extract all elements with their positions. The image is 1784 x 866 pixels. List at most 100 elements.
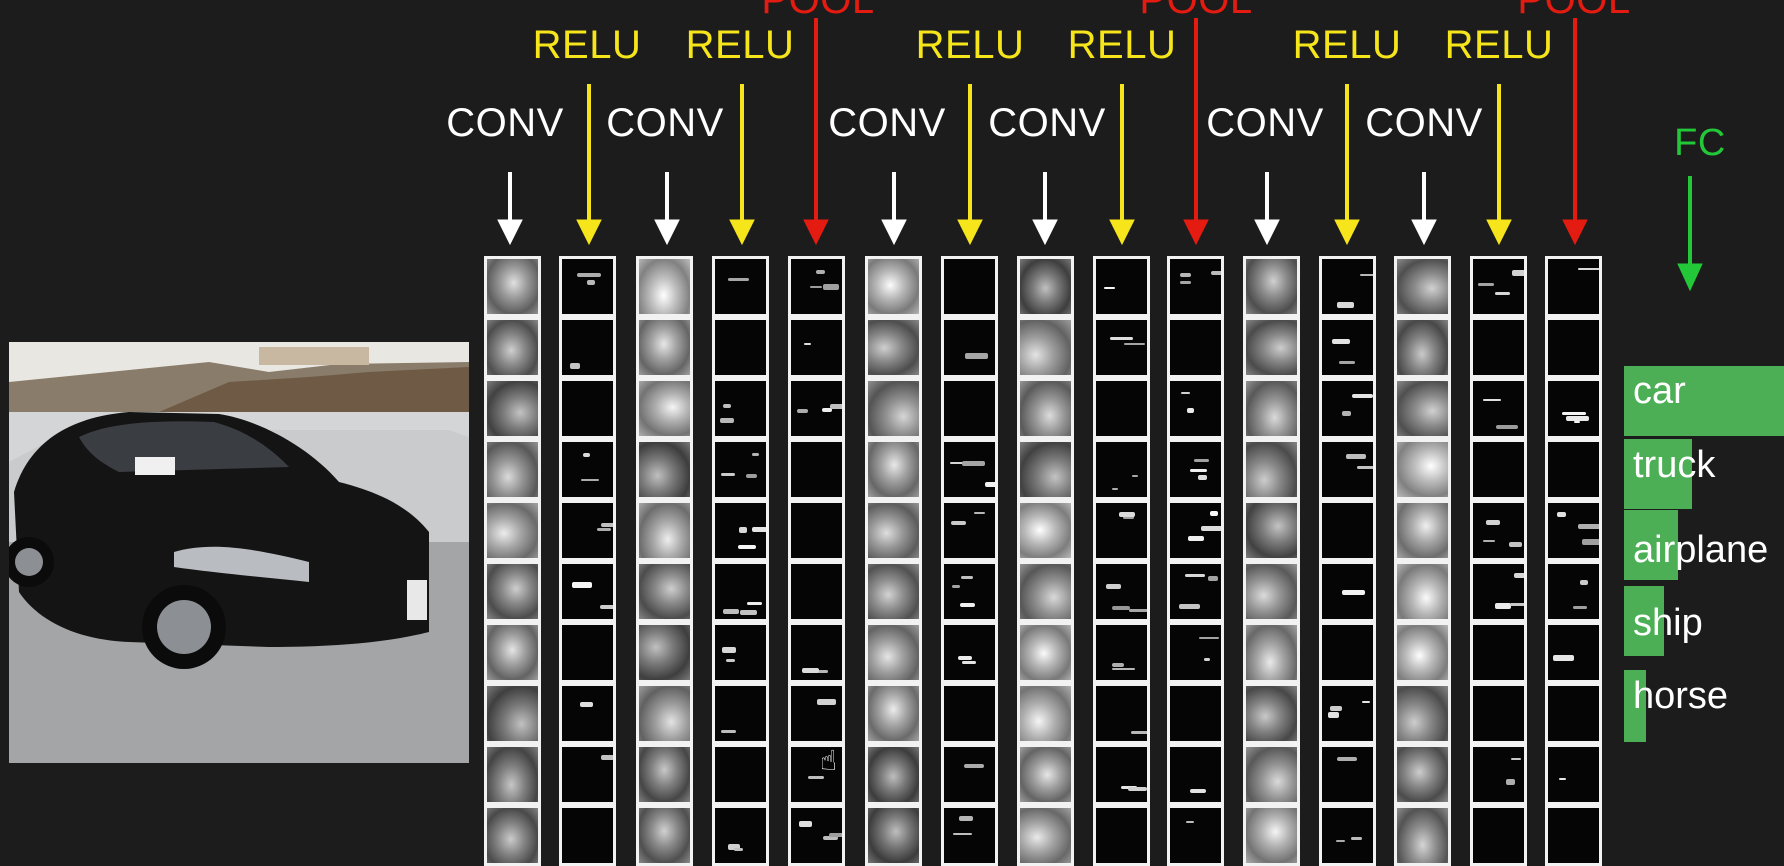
conv-label-1: CONV [446,101,564,145]
feature-map [712,500,769,561]
feature-map [1093,500,1150,561]
feature-map [1243,561,1300,622]
feature-map [712,683,769,744]
feature-map [1017,561,1074,622]
pool-feature-strip [1545,256,1602,866]
feature-map [865,500,922,561]
feature-map [1470,378,1527,439]
feature-map [559,622,616,683]
feature-map [1017,256,1074,317]
feature-map [1167,683,1224,744]
conv-label-2: CONV [606,101,724,145]
feature-map [484,500,541,561]
feature-map [636,256,693,317]
conv-feature-strip [1243,256,1300,866]
relu-feature-strip [559,256,616,866]
feature-map [1167,500,1224,561]
feature-map [1319,500,1376,561]
feature-map [484,378,541,439]
feature-map [636,500,693,561]
feature-map [865,256,922,317]
relu-label-4: RELU [1067,23,1177,67]
feature-map [1394,683,1451,744]
relu-feature-strip [1470,256,1527,866]
relu-feature-strip [1093,256,1150,866]
feature-map [484,256,541,317]
feature-map [941,378,998,439]
feature-map [1394,439,1451,500]
feature-map [1243,256,1300,317]
feature-map [559,439,616,500]
feature-map [636,683,693,744]
class-label-ship: ship [1633,602,1703,644]
feature-map [712,561,769,622]
conv-arrows [497,172,1437,246]
feature-map [1093,256,1150,317]
relu-feature-strip [712,256,769,866]
feature-map [1017,378,1074,439]
feature-map [559,378,616,439]
feature-map [1319,439,1376,500]
class-label-airplane: airplane [1633,529,1769,571]
class-bar-car [1624,366,1784,436]
hand-cursor-icon: ☝ [820,745,838,776]
feature-map [865,683,922,744]
feature-map [1470,683,1527,744]
feature-map [1093,683,1150,744]
feature-map [1545,500,1602,561]
feature-map [788,500,845,561]
relu-feature-strip [1319,256,1376,866]
feature-map [1243,744,1300,805]
feature-map [865,439,922,500]
relu-label-6: RELU [1444,23,1554,67]
feature-map [1167,561,1224,622]
feature-map [1017,744,1074,805]
feature-map [1093,317,1150,378]
feature-map [788,317,845,378]
feature-map [865,805,922,866]
feature-map [1093,744,1150,805]
feature-map [941,622,998,683]
feature-map [1319,378,1376,439]
feature-map [788,256,845,317]
relu-label-5: RELU [1292,23,1402,67]
conv-feature-strip [484,256,541,866]
feature-map [636,622,693,683]
conv-feature-strip [865,256,922,866]
feature-map [1394,500,1451,561]
feature-map [484,805,541,866]
feature-map [712,317,769,378]
feature-map [1394,744,1451,805]
feature-map [559,317,616,378]
feature-map [1545,378,1602,439]
feature-map [559,256,616,317]
conv-label-5: CONV [1206,101,1324,145]
class-bar-horse [1624,670,1646,742]
feature-map [1017,439,1074,500]
feature-map [1545,805,1602,866]
feature-map [1093,439,1150,500]
fc-arrow [1677,176,1703,292]
feature-map [788,561,845,622]
feature-map [636,378,693,439]
feature-map [1545,317,1602,378]
pool-label-2: POOL [1139,0,1253,22]
feature-map [1319,683,1376,744]
relu-label-3: RELU [915,23,1025,67]
feature-map [788,378,845,439]
feature-map [1470,439,1527,500]
feature-map [636,439,693,500]
feature-map [484,561,541,622]
feature-map [559,500,616,561]
feature-map [941,744,998,805]
feature-map [1093,805,1150,866]
pool-feature-strip [1167,256,1224,866]
feature-map [1545,744,1602,805]
feature-map [1545,683,1602,744]
relu-label-1: RELU [532,23,642,67]
feature-map [1167,317,1224,378]
feature-map [1017,683,1074,744]
feature-map [712,622,769,683]
feature-map [865,378,922,439]
feature-map [1017,317,1074,378]
